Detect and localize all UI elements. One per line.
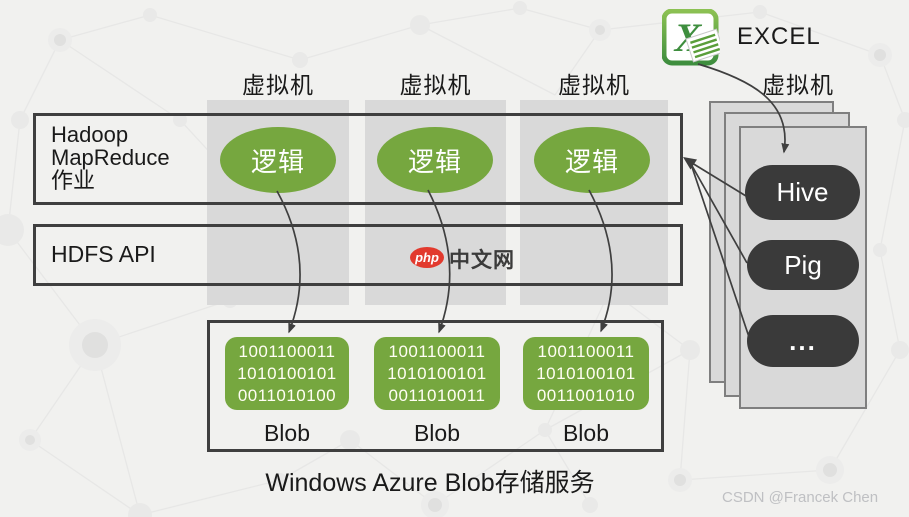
blob-3-label: Blob [562,420,610,446]
logic-ellipse-1: 逻辑 [220,127,336,193]
hadoop-line-3: 作业 [51,168,96,193]
hdfs-api-label: HDFS API [51,241,156,267]
blob-1-bits-line-3: 0011010100 [237,385,337,405]
blob-1: 1001100011 1010100101 0011010100 [225,337,349,410]
ellipsis-pill: ... [747,315,859,367]
blob-3: 1001100011 1010100101 0011001010 [523,337,649,410]
hadoop-box-title: Hadoop MapReduce 作业 [51,123,170,192]
blob-2-bits-line-2: 1010100101 [387,363,487,383]
storage-caption: Windows Azure Blob存储服务 [265,469,595,497]
blob-3-bits-line-3: 0011001010 [536,385,636,405]
hadoop-line-1: Hadoop [51,122,129,147]
vm-label-2: 虚拟机 [399,72,472,98]
blob-2-bits-line-3: 0011010011 [388,385,486,405]
blob-1-label: Blob [263,420,311,446]
php-site-watermark: 中文网 [449,249,515,272]
excel-label: EXCEL [737,23,821,50]
excel-icon: X [662,9,720,66]
blob-1-bits-line-2: 1010100101 [237,363,337,383]
blob-2-label: Blob [413,420,461,446]
php-logo-badge: php [410,247,444,268]
vm-label-4: 虚拟机 [762,72,834,98]
hadoop-line-2: MapReduce [51,145,170,170]
vm-label-3: 虚拟机 [558,72,630,98]
pig-pill: Pig [747,240,859,290]
blob-2: 1001100011 1010100101 0011010011 [374,337,500,410]
vm-label-1: 虚拟机 [242,72,314,98]
csdn-watermark: CSDN @Francek Chen [722,489,879,506]
blob-2-bits-line-1: 1001100011 [388,341,486,361]
logic-ellipse-3: 逻辑 [534,127,650,193]
hive-pill: Hive [745,165,860,220]
blob-3-bits-line-2: 1010100101 [536,363,636,383]
logic-ellipse-2: 逻辑 [377,127,493,193]
hadoop-mapreduce-box: Hadoop MapReduce 作业 [33,113,683,205]
hdfs-api-box: HDFS API [33,224,683,286]
blob-1-bits-line-1: 1001100011 [238,341,336,361]
blob-3-bits-line-1: 1001100011 [537,341,635,361]
